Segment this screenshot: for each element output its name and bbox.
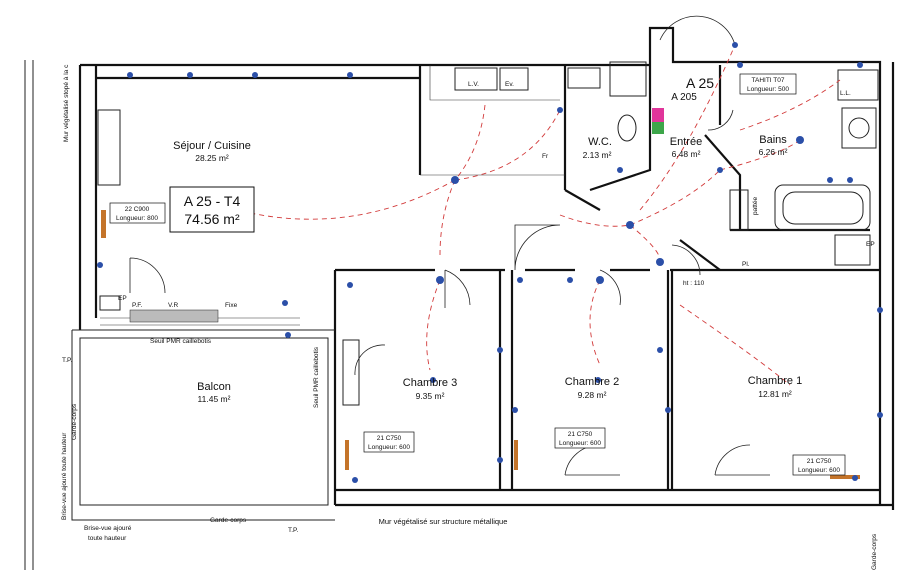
room-area-balcon: 11.45 m² <box>198 394 231 404</box>
note-brise-vue-2: toute hauteur <box>88 535 127 542</box>
radiator-model-chambre2: 21 C750 <box>568 431 593 438</box>
electric-outlets <box>97 42 883 483</box>
room-name-chambre2: Chambre 2 <box>565 376 619 388</box>
note-brise-vue-1: Brise-vue ajouré <box>84 525 132 532</box>
note-ep-right: EP <box>866 241 875 248</box>
room-area-entree: 6.48 m² <box>672 149 701 159</box>
note-brise-vue-left: Brise-vue ajouré toute hauteur <box>61 432 68 520</box>
note-ht110: ht : 110 <box>683 280 705 287</box>
note-tp-left: T.P. <box>62 357 73 364</box>
stair-sub: A 205 <box>671 92 697 103</box>
radiator-model-chambre3: 21 C750 <box>377 435 402 442</box>
green-marker <box>652 122 664 134</box>
washbasin <box>841 107 877 149</box>
bathtub <box>774 184 871 231</box>
electric-circuits <box>189 44 841 386</box>
vr-left <box>97 109 121 186</box>
radiator-sejour <box>101 210 106 238</box>
note-fixe: Fixe <box>225 302 238 309</box>
room-area-bains: 6.26 m² <box>759 147 788 157</box>
radiator-labels: 22 C900 Longueur: 800 21 C750 Longueur: … <box>109 73 846 476</box>
note-ll: L.L. <box>840 90 851 97</box>
radiator-model-chambre1: 21 C750 <box>807 458 832 465</box>
radiator-model-bains: TAHITI T07 <box>752 77 785 84</box>
radiator-chambre1 <box>830 475 860 479</box>
vr-balcony <box>342 339 360 406</box>
radiator-length-bains: Longueur: 500 <box>747 86 789 93</box>
wc-cistern <box>609 61 647 97</box>
apartment-box: A 25 - T4 74.56 m² <box>169 186 255 233</box>
room-name-chambre1: Chambre 1 <box>748 375 802 387</box>
room-name-bains: Bains <box>759 134 787 146</box>
pink-marker <box>652 108 664 122</box>
room-area-chambre1: 12.81 m² <box>758 389 792 399</box>
room-area-chambre2: 9.28 m² <box>578 390 607 400</box>
radiator-length-sejour: Longueur: 800 <box>116 215 158 222</box>
room-name-balcon: Balcon <box>197 381 231 393</box>
apartment-ref: A 25 - T4 <box>184 193 241 209</box>
note-bottom-wall: Mur végétalisé sur structure métallique <box>379 517 508 526</box>
room-area-wc: 2.13 m² <box>583 150 612 160</box>
note-pl: Pl. <box>742 261 750 268</box>
note-vr: V.R <box>168 302 179 309</box>
washer-unit <box>567 67 601 89</box>
room-name-wc: W.C. <box>588 136 612 148</box>
room-name-entree: Entrée <box>670 136 702 148</box>
doors <box>129 15 770 476</box>
radiator-chambre3 <box>345 440 349 470</box>
room-name-sejour: Séjour / Cuisine <box>173 140 251 152</box>
note-pf: P.F. <box>132 302 143 309</box>
radiator-length-chambre3: Longueur: 600 <box>368 444 410 451</box>
wc-bowl <box>617 114 637 142</box>
oven-unit <box>499 67 529 91</box>
note-top-left-wall: Mur végétalisé stopé à la c <box>63 64 70 142</box>
radiator-length-chambre2: Longueur: 600 <box>559 440 601 447</box>
note-garde-corps-left: Garde-corps <box>71 403 78 440</box>
stair-label: A 25 <box>686 75 714 91</box>
note-fr: Fr <box>542 153 549 160</box>
room-area-sejour: 28.25 m² <box>195 153 229 163</box>
note-garde-corps-bottom: Garde-corps <box>210 517 247 524</box>
note-pattee: pattée <box>752 197 759 215</box>
room-name-chambre3: Chambre 3 <box>403 377 457 389</box>
bathroom-cabinet <box>729 189 749 231</box>
plan-notes: Mur végétalisé stopé à la c Mur végétali… <box>61 64 878 570</box>
radiator-model-sejour: 22 C900 <box>125 206 150 213</box>
fixtures <box>97 61 879 406</box>
room-area-chambre3: 9.35 m² <box>416 391 445 401</box>
note-tp-bottom: T.P. <box>288 527 299 534</box>
balcony-threshold-grid <box>129 309 219 323</box>
note-ev: Ev. <box>505 81 514 88</box>
walls <box>24 26 895 570</box>
note-seuil-pmr-vertical: Seuil PMR caillebotis <box>313 346 320 408</box>
note-seuil-pmr: Seuil PMR caillebotis <box>150 338 212 345</box>
sink-unit <box>454 67 498 91</box>
washbasin-top <box>837 69 879 101</box>
room-labels: Séjour / Cuisine 28.25 m² W.C. 2.13 m² E… <box>173 134 802 404</box>
apartment-area: 74.56 m² <box>184 211 240 227</box>
note-ep-left: EP <box>118 295 127 302</box>
note-lv: L.V. <box>468 81 479 88</box>
radiator-chambre2 <box>514 440 518 470</box>
radiators <box>101 210 860 479</box>
radiator-length-chambre1: Longueur: 600 <box>798 467 840 474</box>
note-garde-corps-right: Garde-corps <box>871 533 878 570</box>
shower-tray <box>834 234 871 266</box>
